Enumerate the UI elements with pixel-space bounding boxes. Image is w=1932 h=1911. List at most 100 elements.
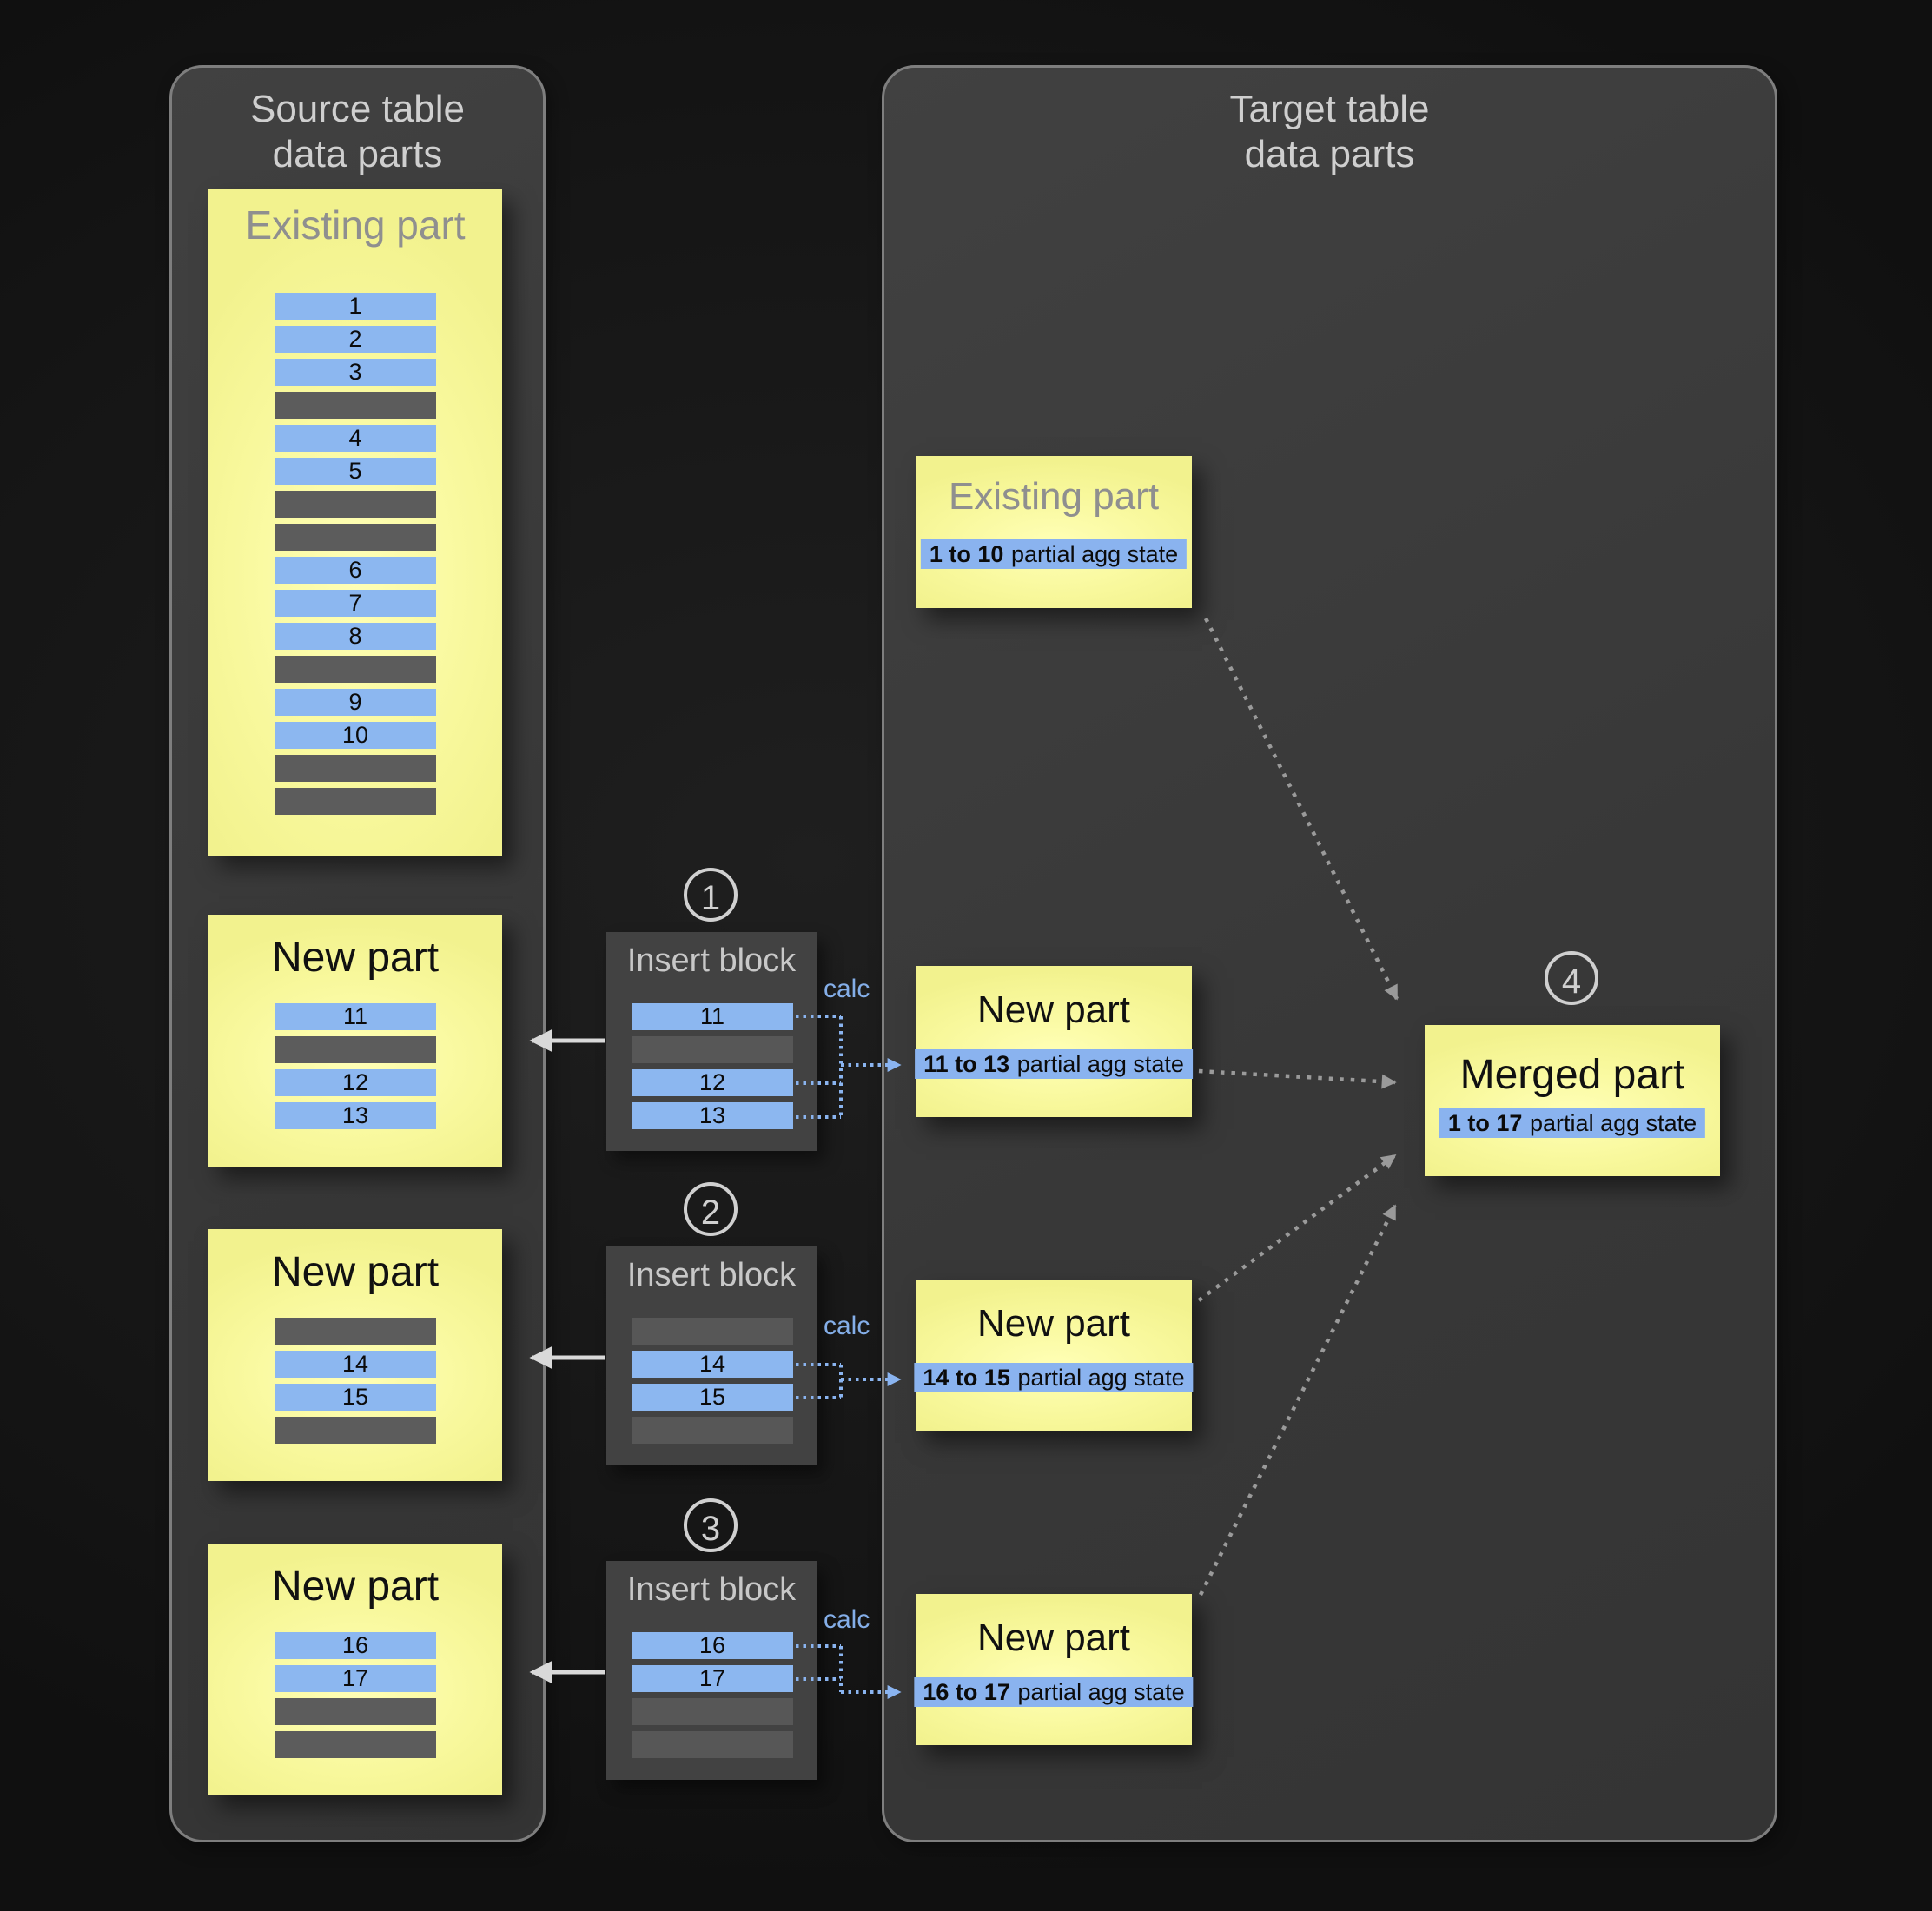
source-new-part-3-title: New part [271, 1564, 440, 1610]
data-row [632, 1036, 793, 1063]
data-row: 13 [275, 1102, 436, 1129]
data-row [275, 392, 436, 419]
source-new-part-2: New part 14 15 [208, 1229, 502, 1481]
source-panel-title-line1: Source table [249, 88, 466, 130]
data-row: 7 [275, 590, 436, 617]
insert-block-2-title: Insert block [626, 1257, 797, 1293]
data-row: 14 [632, 1351, 793, 1378]
source-new-part-1: New part 11 12 13 [208, 915, 502, 1167]
agg-state-badge: 1 to 10 partial agg state [920, 539, 1188, 569]
calc-label-2: calc [824, 1312, 870, 1340]
data-row: 2 [275, 326, 436, 353]
agg-state-badge: 16 to 17 partial agg state [914, 1677, 1194, 1707]
data-row [275, 491, 436, 518]
data-row [275, 1698, 436, 1725]
step-1-badge: 1 [684, 868, 738, 922]
source-existing-part-rows: 1 2 3 4 5 6 7 8 9 10 [275, 293, 436, 821]
calc-label-1: calc [824, 975, 870, 1003]
merged-part-title: Merged part [1459, 1052, 1685, 1098]
agg-range: 1 to 10 [929, 541, 1004, 567]
agg-range: 14 to 15 [923, 1365, 1010, 1391]
data-row [632, 1318, 793, 1345]
source-new-part-3-rows: 16 17 [275, 1632, 436, 1764]
target-new-part-2-title: New part [976, 1302, 1131, 1345]
data-row [275, 1417, 436, 1444]
data-row: 12 [632, 1069, 793, 1096]
step-3-badge: 3 [684, 1498, 738, 1552]
agg-state-text: partial agg state [1530, 1110, 1697, 1136]
target-new-part-1-title: New part [976, 989, 1131, 1031]
insert-block-3-rows: 16 17 [632, 1632, 793, 1764]
source-new-part-2-rows: 14 15 [275, 1318, 436, 1450]
insert-block-2: Insert block 14 15 [606, 1246, 817, 1465]
data-row: 3 [275, 359, 436, 386]
data-row: 13 [632, 1102, 793, 1129]
data-row: 12 [275, 1069, 436, 1096]
data-row: 10 [275, 722, 436, 749]
source-new-part-3: New part 16 17 [208, 1544, 502, 1795]
calc-label-3: calc [824, 1605, 870, 1634]
insert-block-3: Insert block 16 17 [606, 1561, 817, 1780]
insert-block-2-rows: 14 15 [632, 1318, 793, 1450]
target-new-part-3-title: New part [976, 1617, 1131, 1659]
data-row [275, 755, 436, 782]
data-row: 1 [275, 293, 436, 320]
agg-state-text: partial agg state [1017, 1679, 1185, 1705]
data-row [275, 1318, 436, 1345]
data-row: 5 [275, 458, 436, 485]
data-row [632, 1698, 793, 1725]
agg-range: 11 to 13 [923, 1051, 1010, 1077]
source-new-part-2-title: New part [271, 1249, 440, 1295]
data-row [632, 1731, 793, 1758]
target-new-part-2: New part 14 to 15 partial agg state [914, 1280, 1194, 1431]
source-existing-part: Existing part 1 2 3 4 5 6 7 8 9 10 [208, 189, 502, 856]
insert-block-3-title: Insert block [626, 1571, 797, 1608]
data-row: 15 [275, 1384, 436, 1411]
source-panel-title-line2: data parts [272, 132, 443, 175]
data-row: 17 [632, 1665, 793, 1692]
source-panel-title: Source table data parts [172, 87, 543, 177]
data-row [275, 524, 436, 551]
target-new-part-3: New part 16 to 17 partial agg state [914, 1594, 1194, 1745]
target-existing-part-title: Existing part [948, 475, 1160, 518]
agg-state-text: partial agg state [1011, 541, 1179, 567]
agg-state-badge: 14 to 15 partial agg state [914, 1363, 1194, 1392]
data-row [275, 656, 436, 683]
insert-block-1: Insert block 11 12 13 [606, 932, 817, 1151]
data-row: 17 [275, 1665, 436, 1692]
source-new-part-1-rows: 11 12 13 [275, 1003, 436, 1135]
data-row [275, 1036, 436, 1063]
data-row: 4 [275, 425, 436, 452]
data-row: 9 [275, 689, 436, 716]
step-4-badge: 4 [1545, 951, 1598, 1005]
data-row [275, 1731, 436, 1758]
data-row: 6 [275, 557, 436, 584]
insert-block-1-rows: 11 12 13 [632, 1003, 793, 1135]
target-panel-title-line1: Target table [1229, 88, 1430, 130]
agg-range: 16 to 17 [923, 1679, 1010, 1705]
source-new-part-1-title: New part [271, 935, 440, 981]
data-row: 11 [275, 1003, 436, 1030]
data-row: 16 [632, 1632, 793, 1659]
data-row [632, 1417, 793, 1444]
step-2-badge: 2 [684, 1182, 738, 1236]
target-table-panel: Target table data parts [882, 65, 1777, 1842]
data-row: 14 [275, 1351, 436, 1378]
agg-state-text: partial agg state [1017, 1365, 1185, 1391]
agg-state-badge: 1 to 17 partial agg state [1439, 1108, 1706, 1138]
data-row: 16 [275, 1632, 436, 1659]
target-existing-part: Existing part 1 to 10 partial agg state [916, 456, 1192, 608]
source-existing-part-title: Existing part [245, 202, 466, 248]
target-panel-title: Target table data parts [884, 87, 1775, 177]
target-panel-title-line2: data parts [1244, 132, 1415, 175]
agg-state-text: partial agg state [1016, 1051, 1184, 1077]
data-row [275, 788, 436, 815]
agg-range: 1 to 17 [1447, 1110, 1523, 1136]
data-row: 11 [632, 1003, 793, 1030]
insert-block-1-title: Insert block [626, 942, 797, 979]
data-row: 8 [275, 623, 436, 650]
data-row: 15 [632, 1384, 793, 1411]
